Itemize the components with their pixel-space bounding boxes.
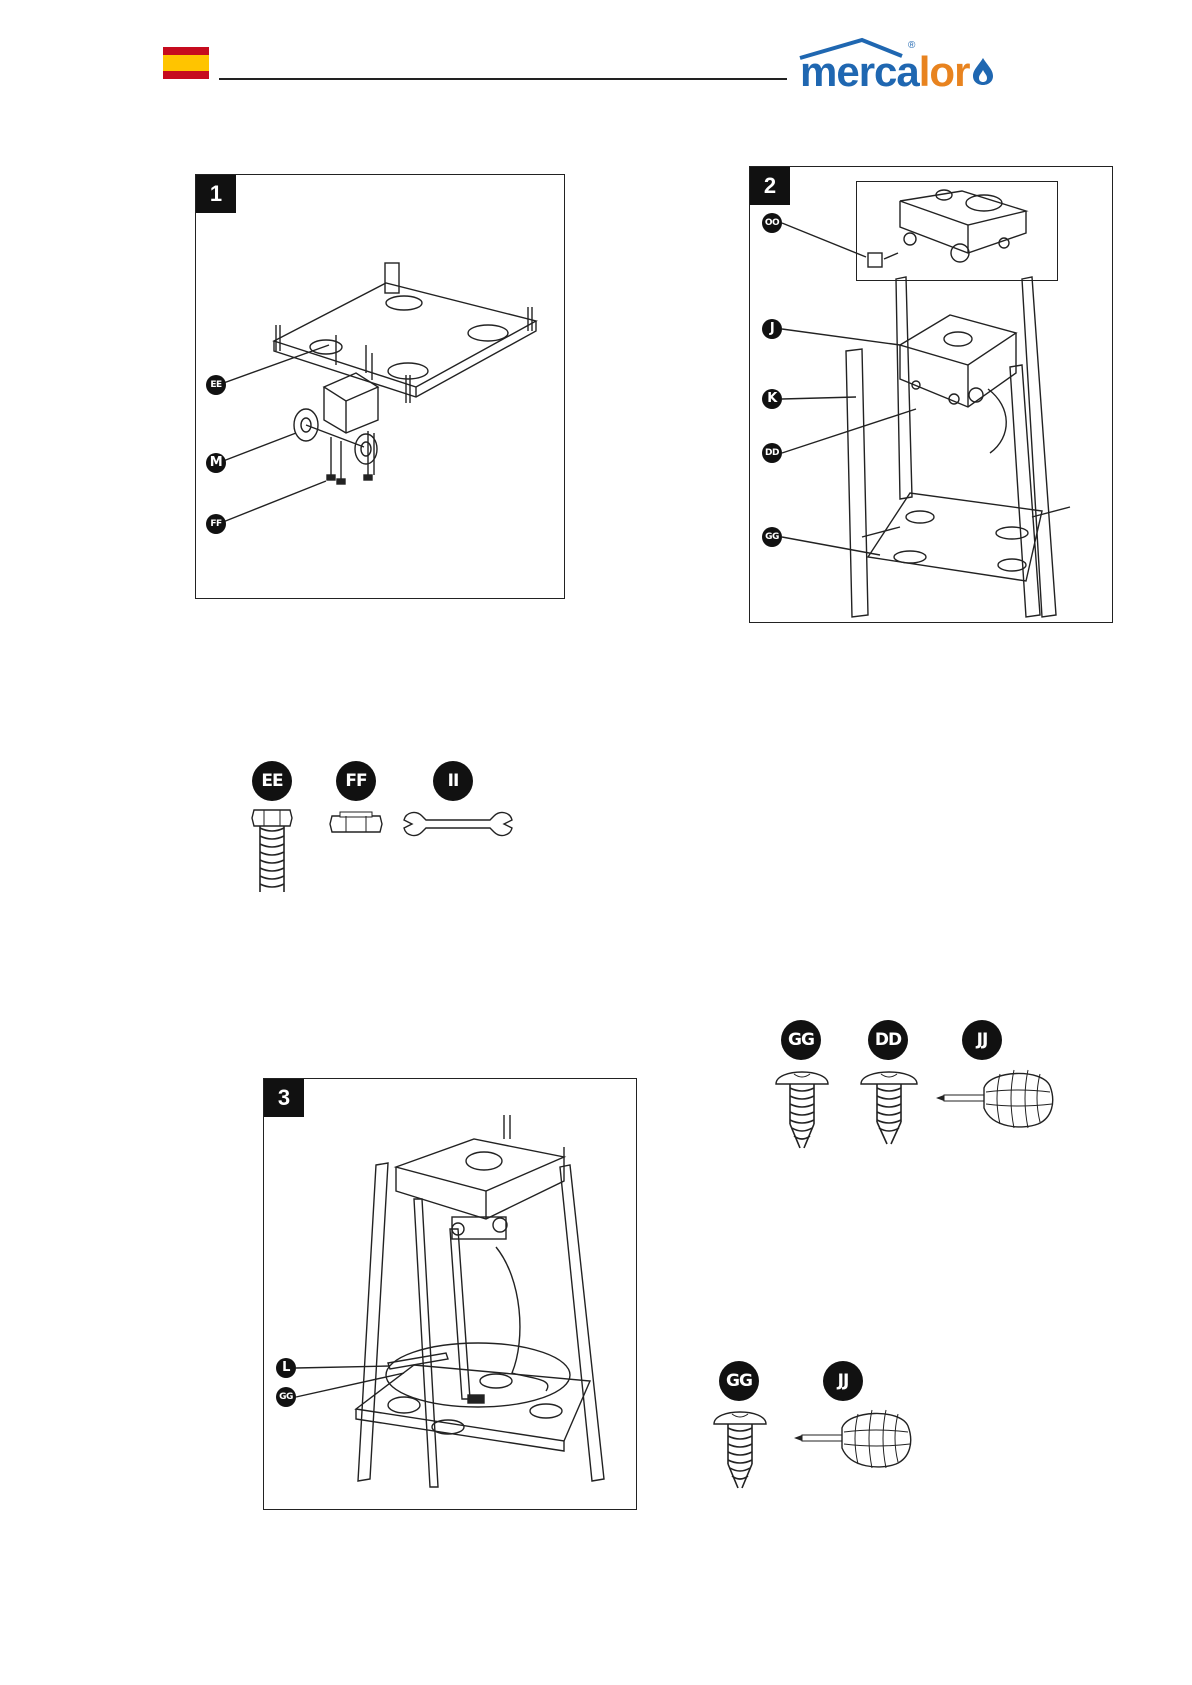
part-gg-badge: GG [719, 1361, 759, 1401]
nut-icon [328, 810, 384, 836]
wrench-icon [400, 808, 516, 842]
step-1-panel: 1 [195, 174, 565, 599]
header-rule [219, 78, 787, 80]
logo-prefix: merca [800, 48, 919, 95]
callout-m: M [206, 453, 226, 473]
step-2-panel: 2 [749, 166, 1113, 623]
screw-icon [712, 1404, 768, 1492]
callout-j: J [762, 319, 782, 339]
brand-logo: mercalor ® [798, 36, 998, 88]
flame-icon [970, 56, 996, 86]
step-3-panel: 3 [263, 1078, 637, 1510]
part-gg-badge: GG [781, 1020, 821, 1060]
screw-icon [859, 1064, 919, 1152]
spain-flag [163, 47, 209, 79]
screwdriver-icon [792, 1402, 912, 1472]
callout-ee: EE [206, 375, 226, 395]
callout-k: K [762, 389, 782, 409]
callout-l: L [276, 1358, 296, 1378]
part-dd-badge: DD [868, 1020, 908, 1060]
part-ff-badge: FF [336, 761, 376, 801]
bolt-icon [250, 808, 294, 898]
callout-dd: DD [762, 443, 782, 463]
part-ee-badge: EE [252, 761, 292, 801]
logo-registered: ® [908, 40, 915, 51]
stand-with-burner-drawing [750, 167, 1114, 624]
screwdriver-icon [934, 1062, 1054, 1132]
assembled-stand-drawing [264, 1079, 638, 1511]
callout-ff: FF [206, 514, 226, 534]
callout-oo: OO [762, 213, 782, 233]
part-ii-badge: II [433, 761, 473, 801]
part-jj-badge: JJ [823, 1361, 863, 1401]
frame-base-drawing [196, 175, 566, 600]
callout-gg: GG [762, 527, 782, 547]
logo-accent: lor [919, 48, 970, 95]
callout-gg: GG [276, 1387, 296, 1407]
screw-icon [774, 1064, 830, 1152]
part-jj-badge: JJ [962, 1020, 1002, 1060]
